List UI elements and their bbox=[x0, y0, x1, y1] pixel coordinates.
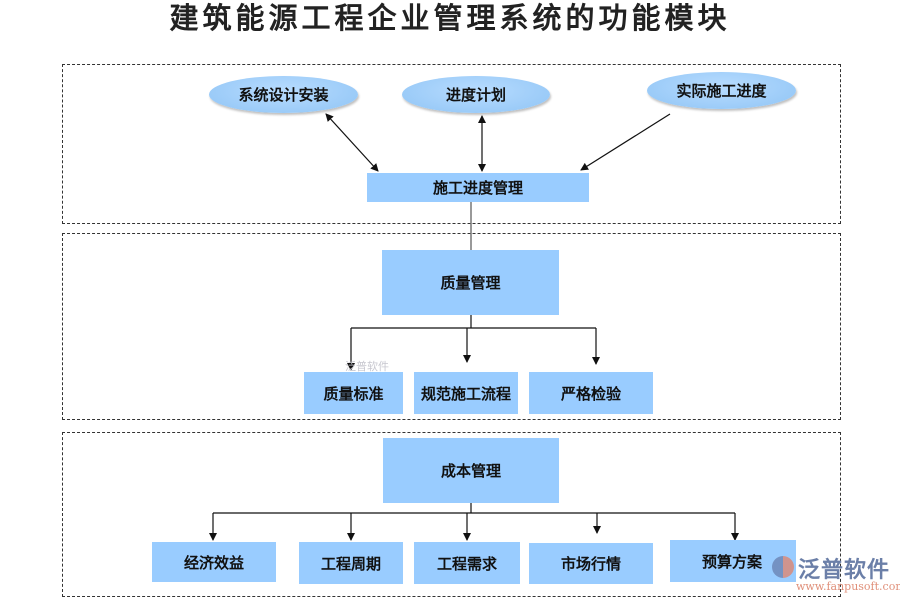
node-project-cycle: 工程周期 bbox=[299, 542, 403, 584]
arrow-actual bbox=[580, 113, 671, 171]
node-strict-inspection: 严格检验 bbox=[529, 372, 653, 414]
node-economic-benefit: 经济效益 bbox=[152, 542, 276, 582]
diagram-title: 建筑能源工程企业管理系统的功能模块 bbox=[169, 1, 731, 35]
node-project-demand: 工程需求 bbox=[414, 542, 520, 584]
logo-name: 泛普软件 bbox=[798, 558, 891, 583]
brand-logo: 泛普软件 www.fanpusoft.com bbox=[770, 550, 900, 598]
quality-section bbox=[62, 233, 841, 420]
schedule-section bbox=[62, 64, 841, 224]
node-cost-management: 成本管理 bbox=[383, 438, 559, 503]
logo-url: www.fanpusoft.com bbox=[796, 580, 900, 593]
node-quality-management: 质量管理 bbox=[382, 250, 559, 315]
node-standard-process: 规范施工流程 bbox=[414, 372, 518, 414]
node-market-conditions: 市场行情 bbox=[529, 543, 653, 584]
node-actual-progress: 实际施工进度 bbox=[647, 72, 796, 109]
node-schedule-management: 施工进度管理 bbox=[367, 173, 589, 202]
watermark: 泛普软件 bbox=[345, 360, 389, 373]
node-design-install: 系统设计安装 bbox=[209, 76, 358, 113]
logo-mark-icon bbox=[772, 556, 794, 578]
node-quality-standard: 质量标准 bbox=[304, 372, 403, 414]
arrow-design-install bbox=[325, 113, 379, 172]
cost-section bbox=[62, 432, 841, 597]
node-schedule-plan: 进度计划 bbox=[402, 76, 550, 113]
